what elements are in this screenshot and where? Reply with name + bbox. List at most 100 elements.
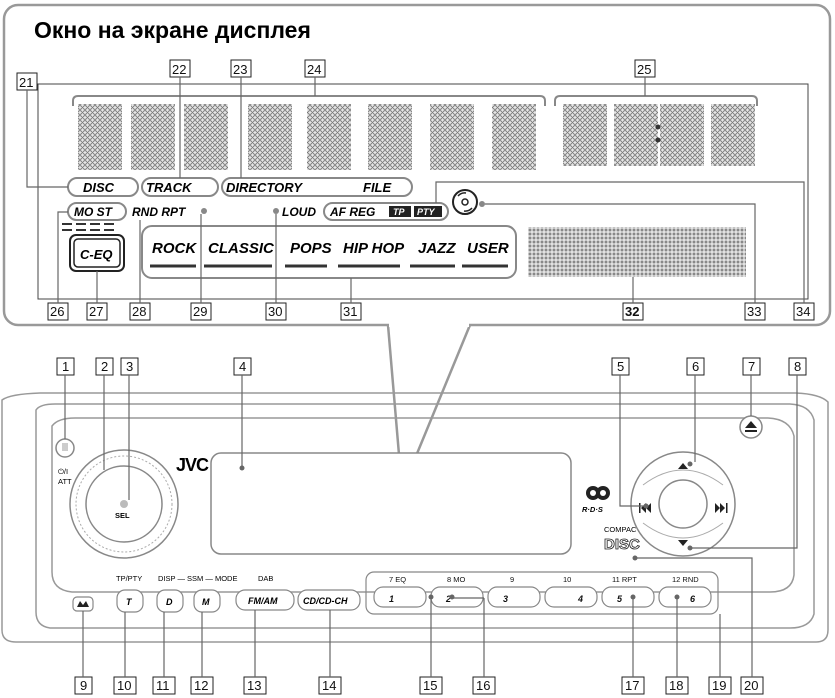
panel-display xyxy=(210,452,572,555)
lcd-ceq-label: C-EQ xyxy=(80,247,113,262)
lcd-loud-label: LOUD xyxy=(282,205,316,219)
callout-22: 22 xyxy=(172,62,186,77)
preset-2[interactable]: 2 xyxy=(445,594,451,604)
callout-18: 18 xyxy=(669,678,683,693)
callout-24: 24 xyxy=(307,62,321,77)
eq-rock: ROCK xyxy=(152,240,197,257)
callout-15: 15 xyxy=(423,678,437,693)
eq-jazz: JAZZ xyxy=(418,240,456,257)
callout-12: 12 xyxy=(194,678,208,693)
callout-2: 2 xyxy=(101,359,108,374)
callout-34: 34 xyxy=(796,304,810,319)
svg-text:R·D·S: R·D·S xyxy=(582,505,603,514)
callout-5: 5 xyxy=(617,359,624,374)
svg-text:FM/AM: FM/AM xyxy=(248,596,278,606)
ceq-badge: C-EQ xyxy=(69,234,125,272)
callout-17: 17 xyxy=(625,678,639,693)
callout-16: 16 xyxy=(476,678,490,693)
front-panel xyxy=(1,392,829,643)
level-dashes xyxy=(62,223,114,231)
svg-text:COMPACT: COMPACT xyxy=(604,525,641,534)
dab-label: DAB xyxy=(258,574,273,583)
callout-27: 27 xyxy=(89,304,103,319)
callout-26: 26 xyxy=(50,304,64,319)
preset-4[interactable]: 4 xyxy=(577,594,583,604)
mode-button[interactable]: M xyxy=(193,589,221,613)
panel-leaders xyxy=(64,375,798,677)
brand-logo: JVC xyxy=(176,455,209,475)
next-track-icon[interactable] xyxy=(715,503,728,513)
callout-1: 1 xyxy=(62,359,69,374)
fm-am-button[interactable]: FM/AM xyxy=(235,589,295,611)
preset-top-2: 8 MO xyxy=(447,575,466,584)
svg-text:DISC: DISC xyxy=(604,536,640,553)
compact-disc-logo: COMPACT DISC xyxy=(604,525,642,553)
lcd-directory-label: DIRECTORY xyxy=(226,180,303,195)
disc-icon xyxy=(452,189,478,215)
lcd-tp-label: TP xyxy=(393,207,405,217)
preset-top-6: 12 RND xyxy=(672,575,699,584)
preset-6[interactable]: 6 xyxy=(690,594,696,604)
callout-6: 6 xyxy=(692,359,699,374)
callout-10: 10 xyxy=(117,678,131,693)
lcd-rnd-rpt-label: RND RPT xyxy=(132,205,187,219)
callout-23: 23 xyxy=(233,62,247,77)
preset-3[interactable]: 3 xyxy=(503,594,508,604)
callout-25: 25 xyxy=(637,62,651,77)
svg-text:M: M xyxy=(202,597,210,607)
panel-callouts-bottom xyxy=(74,676,764,695)
callout-11: 11 xyxy=(156,678,170,693)
callout-4: 4 xyxy=(239,359,246,374)
volume-knob[interactable] xyxy=(69,449,179,559)
preset-top-3: 9 xyxy=(510,575,514,584)
lcd-pty-label: PTY xyxy=(417,207,436,217)
preset-5[interactable]: 5 xyxy=(617,594,623,604)
disp-ssm-mode-label: DISP — SSM — MODE xyxy=(158,574,237,583)
callout-28: 28 xyxy=(132,304,146,319)
rds-logo: R·D·S xyxy=(582,486,610,514)
cd-ch-button[interactable]: CD/CD-CH xyxy=(297,589,361,611)
up-arrow-icon[interactable] xyxy=(678,463,688,469)
segment-display-time xyxy=(563,104,755,166)
preset-top-1: 7 EQ xyxy=(389,575,406,584)
callout-30: 30 xyxy=(268,304,282,319)
eject-button[interactable] xyxy=(739,415,763,439)
callout-14: 14 xyxy=(322,678,336,693)
callout-7: 7 xyxy=(748,359,755,374)
att-label: ATT xyxy=(58,477,72,486)
lcd-track-label: TRACK xyxy=(146,180,193,195)
disp-button[interactable]: D xyxy=(156,589,184,613)
menu-button-icon[interactable] xyxy=(72,596,94,612)
callout-3: 3 xyxy=(126,359,133,374)
preset-buttons[interactable] xyxy=(373,586,712,608)
callout-20: 20 xyxy=(744,678,758,693)
sel-label: SEL xyxy=(115,511,130,520)
callout-33: 33 xyxy=(747,304,761,319)
callout-31: 31 xyxy=(343,304,357,319)
eq-modes: ROCK CLASSIC POPS HIP HOP JAZZ USER xyxy=(152,240,509,257)
callout-9: 9 xyxy=(80,678,87,693)
callout-13: 13 xyxy=(247,678,261,693)
down-arrow-icon[interactable] xyxy=(678,540,688,546)
control-pad[interactable] xyxy=(630,451,736,557)
tp-pty-button[interactable]: T xyxy=(116,589,144,613)
power-label: ⏻/I xyxy=(58,467,68,476)
preset-top-5: 11 RPT xyxy=(612,575,637,584)
dot-matrix-display xyxy=(528,227,746,277)
lcd-leaders xyxy=(26,77,805,303)
eq-classic: CLASSIC xyxy=(208,240,275,257)
tp-pty-label: TP/PTY xyxy=(116,574,142,583)
callout-19: 19 xyxy=(712,678,726,693)
lcd-af-reg-label: AF REG xyxy=(329,205,375,219)
callout-21: 21 xyxy=(19,75,33,90)
lcd-disc-label: DISC xyxy=(83,180,115,195)
eq-hiphop: HIP HOP xyxy=(343,240,405,257)
page-title: Окно на экране дисплея xyxy=(34,17,311,43)
svg-text:D: D xyxy=(166,597,173,607)
lcd-mo-st-label: MO ST xyxy=(74,205,114,219)
svg-text:T: T xyxy=(126,597,133,607)
preset-1[interactable]: 1 xyxy=(389,594,394,604)
callout-8: 8 xyxy=(794,359,801,374)
